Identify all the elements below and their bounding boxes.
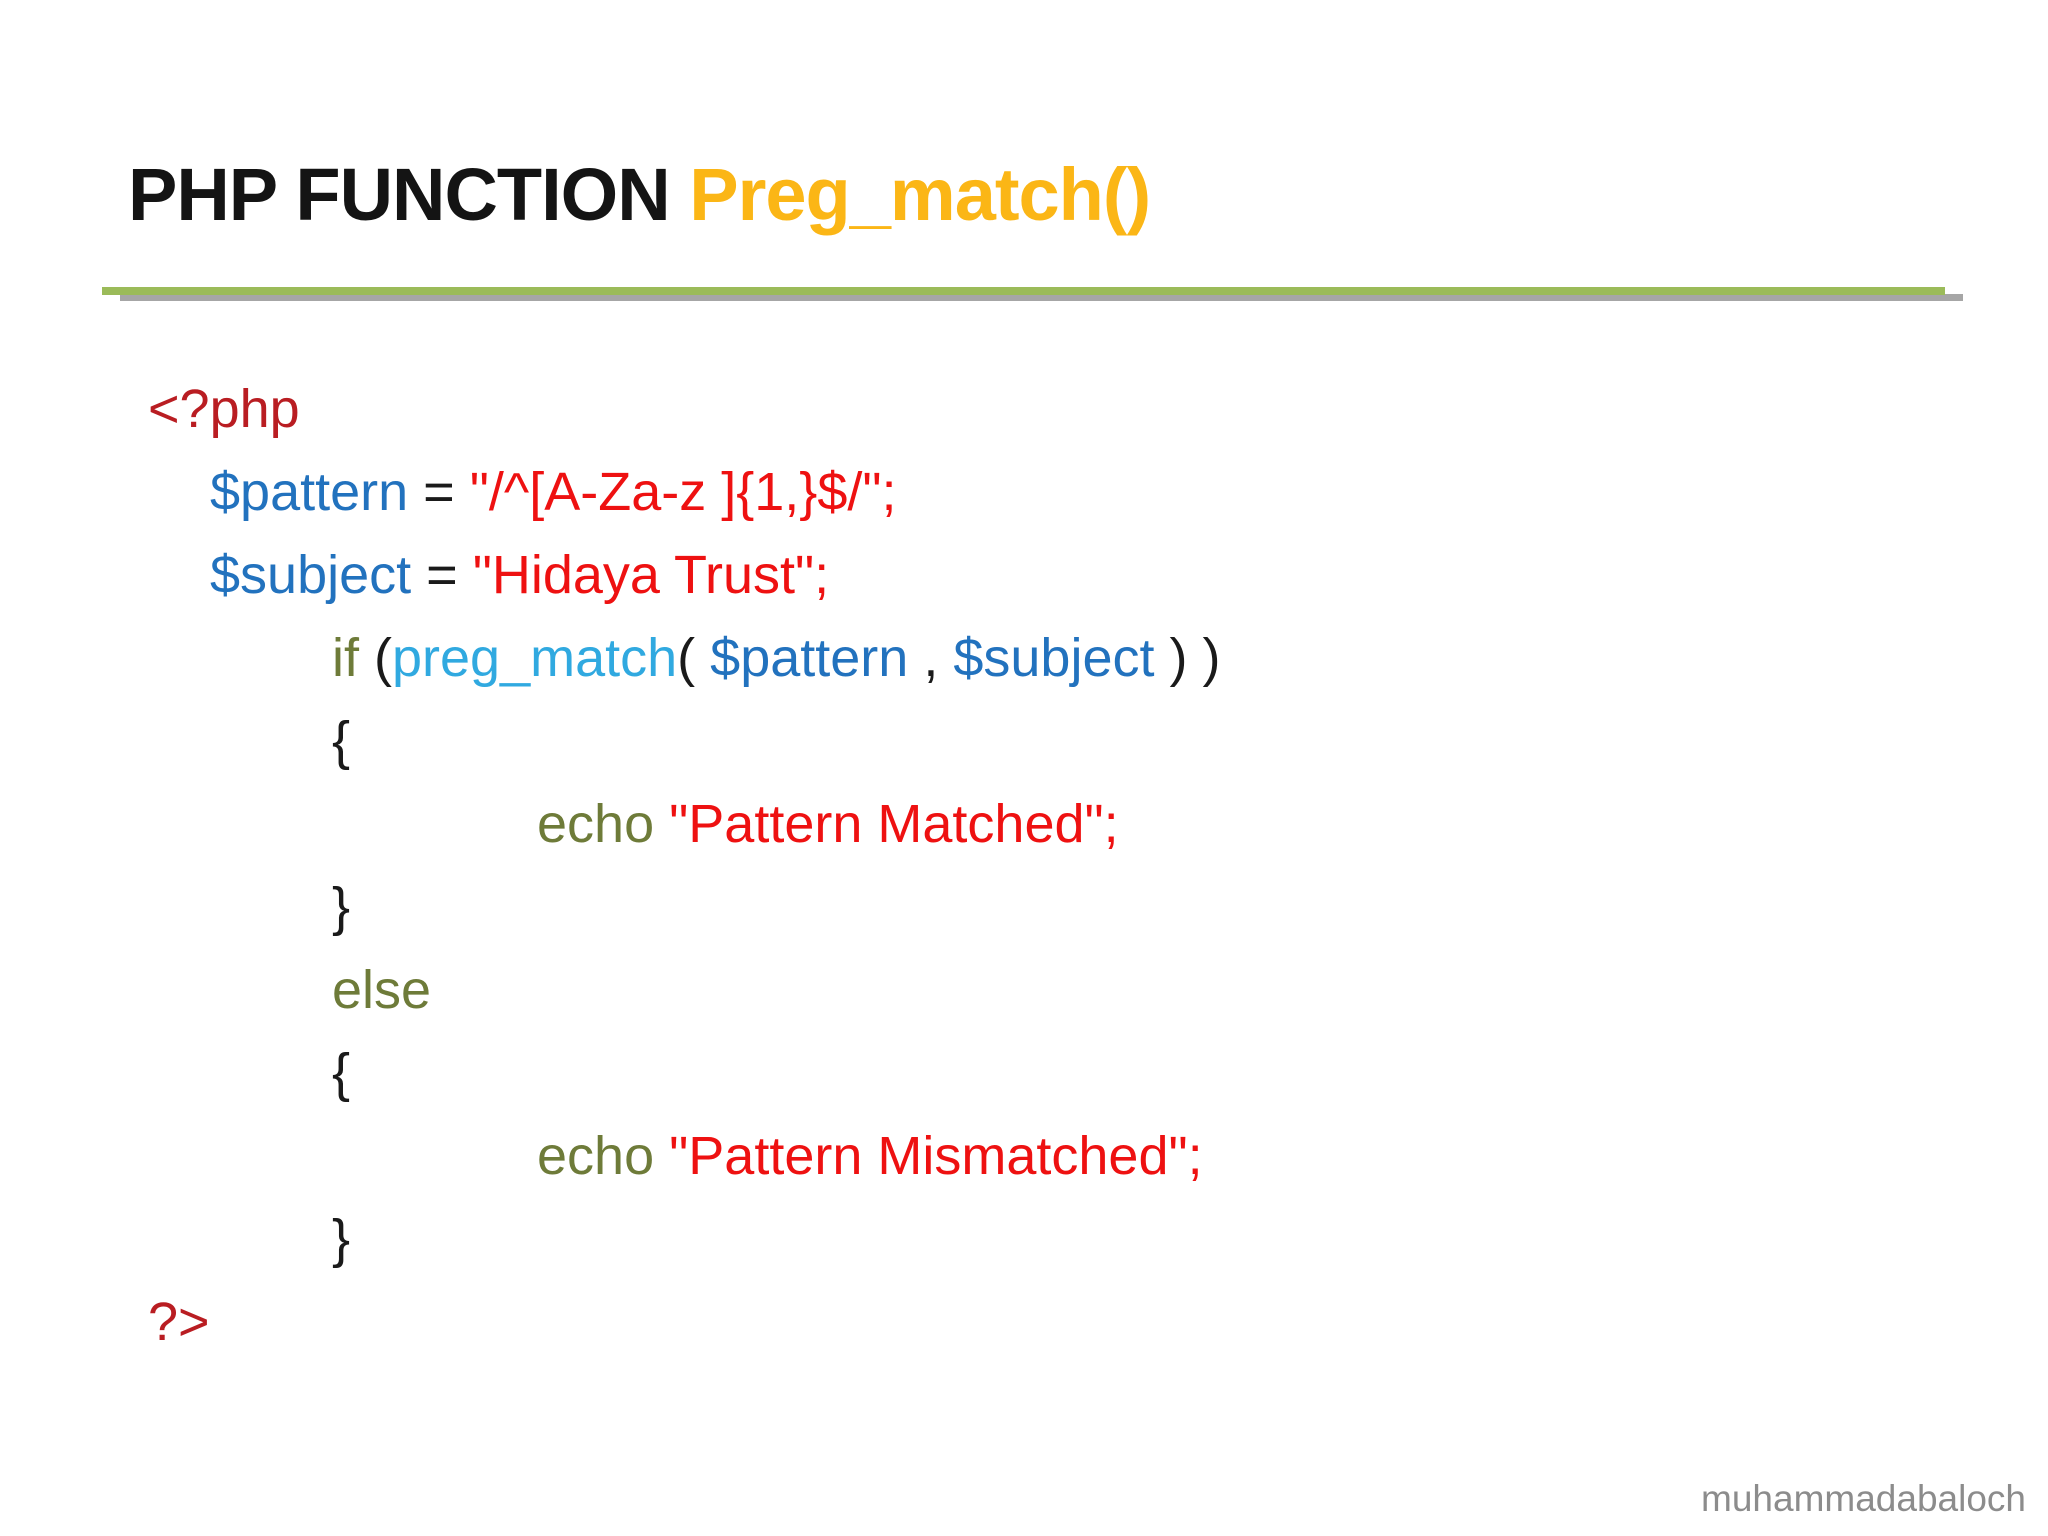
code-line: } xyxy=(332,866,2048,949)
code-token-string: "/^[A-Za-z ]{1,}$/"; xyxy=(469,462,897,522)
code-token-variable: $subject xyxy=(953,628,1155,688)
code-line: { xyxy=(332,700,2048,783)
code-line: echo "Pattern Matched"; xyxy=(537,783,2048,866)
code-token-punct: } xyxy=(332,1209,351,1269)
code-token-string: "Pattern Mismatched"; xyxy=(669,1126,1203,1186)
code-token-punct: ) ) xyxy=(1154,628,1221,688)
code-token-punct xyxy=(654,794,669,854)
code-token-punct: ( xyxy=(359,628,392,688)
code-token-punct: , xyxy=(908,628,954,688)
page-title-main: PHP FUNCTION xyxy=(128,153,671,236)
page-title: PHP FUNCTION Preg_match() xyxy=(128,152,1151,237)
divider-shadow xyxy=(120,294,1963,301)
code-line: if (preg_match( $pattern , $subject ) ) xyxy=(332,617,2048,700)
code-token-punct: ( xyxy=(677,628,711,688)
divider-line xyxy=(102,287,1945,295)
code-token-punct: = xyxy=(408,462,470,522)
code-token-function: preg_match xyxy=(392,628,678,688)
code-token-string: "Pattern Matched"; xyxy=(669,794,1119,854)
page-title-accent: Preg_match() xyxy=(689,153,1151,236)
code-token-punct: { xyxy=(332,711,351,771)
code-token-punct: = xyxy=(411,545,473,605)
code-line: echo "Pattern Mismatched"; xyxy=(537,1115,2048,1198)
code-line: ?> xyxy=(148,1281,2048,1364)
code-token-keyword: if xyxy=(332,628,359,688)
code-line: { xyxy=(332,1032,2048,1115)
code-token-punct: } xyxy=(332,877,351,937)
code-line: else xyxy=(332,949,2048,1032)
title-spacer xyxy=(670,153,690,236)
code-token-variable: $pattern xyxy=(710,628,909,688)
code-token-variable: $subject xyxy=(210,545,412,605)
code-token-keyword: else xyxy=(332,960,432,1020)
code-line: $pattern = "/^[A-Za-z ]{1,}$/"; xyxy=(210,451,2048,534)
code-token-tag: <?php xyxy=(148,379,300,439)
code-token-tag: ?> xyxy=(148,1292,210,1352)
code-token-punct xyxy=(654,1126,669,1186)
php-code-block: <?php$pattern = "/^[A-Za-z ]{1,}$/";$sub… xyxy=(0,368,2048,1364)
code-token-variable: $pattern xyxy=(210,462,409,522)
code-token-punct: { xyxy=(332,1043,351,1103)
code-token-keyword: echo xyxy=(537,794,655,854)
code-token-string: "Hidaya Trust"; xyxy=(472,545,830,605)
code-line: <?php xyxy=(148,368,2048,451)
code-token-keyword: echo xyxy=(537,1126,655,1186)
code-line: } xyxy=(332,1198,2048,1281)
code-line: $subject = "Hidaya Trust"; xyxy=(210,534,2048,617)
watermark-text: muhammadabaloch xyxy=(1701,1478,2026,1519)
